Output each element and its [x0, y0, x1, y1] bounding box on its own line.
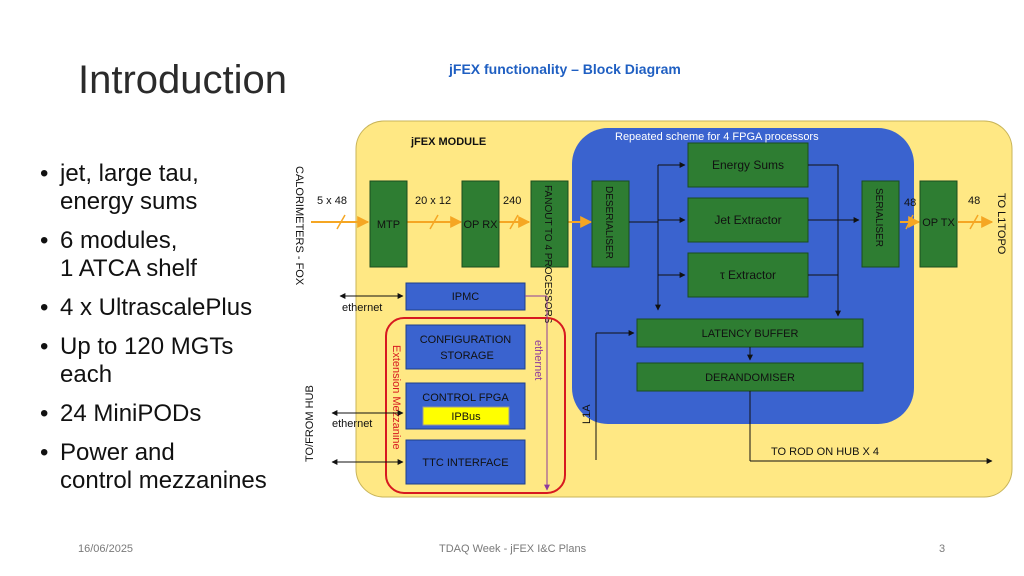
derandomiser-block	[636, 362, 864, 392]
ethernet-label-bottom: ethernet	[332, 418, 372, 430]
extension-mezzanine-outline	[385, 317, 566, 494]
calorimeters-label: CALORIMETERS - FOX	[293, 166, 305, 286]
ttc-interface-label: TTC INTERFACE	[422, 457, 508, 469]
derandomiser-label: DERANDOMISER	[705, 372, 795, 384]
op-rx-label: OP RX	[463, 219, 498, 231]
latency-buffer-block	[636, 318, 864, 348]
slide-title: Introduction	[78, 58, 288, 102]
footer-center: TDAQ Week - jFEX I&C Plans	[439, 543, 587, 555]
module-label: jFEX MODULE	[410, 136, 486, 148]
link-label-48b: 48	[968, 195, 980, 207]
to-l1topo-label: TO L1TOPO	[995, 193, 1007, 255]
serialiser-block	[861, 180, 900, 268]
l1a-label: L1A	[581, 404, 593, 424]
bullet-item: jet, large tau,energy sums	[38, 160, 267, 216]
mtp-label: MTP	[377, 219, 400, 231]
bullet-list: jet, large tau,energy sums 6 modules,1 A…	[38, 160, 267, 506]
energy-sums-block	[687, 142, 809, 188]
link-label-5x48: 5 x 48	[317, 195, 347, 207]
ipmc-block	[405, 282, 526, 311]
configuration-storage-label: CONFIGURATION STORAGE	[420, 334, 515, 362]
extension-mezzanine-label: Extension Mezzanine	[390, 345, 402, 450]
repeated-scheme-label: Repeated scheme for 4 FPGA processors	[615, 131, 819, 143]
ipbus-block	[422, 406, 510, 426]
link-label-20x12: 20 x 12	[415, 195, 451, 207]
fanout-label: FANOUT TO 4 PROCESSORS	[542, 185, 553, 324]
tau-extractor-label: τ Extractor	[720, 268, 776, 282]
op-rx-block	[461, 180, 500, 268]
ethernet-label-top: ethernet	[342, 302, 382, 314]
latency-buffer-label: LATENCY BUFFER	[702, 328, 799, 340]
ethernet-label-vertical: ethernet	[532, 340, 544, 380]
control-fpga-label: CONTROL FPGA	[422, 392, 509, 404]
bullet-item: 4 x UltrascalePlus	[38, 294, 267, 322]
diagram-caption: jFEX functionality – Block Diagram	[449, 61, 681, 77]
jet-extractor-block	[687, 197, 809, 243]
deserialiser-label: DESERIALISER	[603, 186, 614, 259]
serialiser-label: SERIALISER	[873, 188, 884, 247]
jet-extractor-label: Jet Extractor	[714, 213, 781, 227]
fanout-block	[530, 180, 569, 268]
link-label-48a: 48	[904, 197, 916, 209]
footer-page-number: 3	[939, 543, 946, 555]
ipbus-label: IPBus	[451, 411, 481, 423]
energy-sums-label: Energy Sums	[712, 158, 784, 172]
ipmc-label: IPMC	[452, 291, 480, 303]
bullet-item: 6 modules,1 ATCA shelf	[38, 227, 267, 283]
op-tx-label: OP TX	[922, 217, 955, 229]
tau-extractor-block	[687, 252, 809, 298]
to-from-hub-label: TO/FROM HUB	[304, 385, 316, 462]
bullet-item: 24 MiniPODs	[38, 400, 267, 428]
link-label-240: 240	[503, 195, 521, 207]
configuration-storage-block	[405, 324, 526, 370]
op-tx-block	[919, 180, 958, 268]
mtp-block	[369, 180, 408, 268]
ttc-interface-block	[405, 439, 526, 485]
deserialiser-block	[591, 180, 630, 268]
to-rod-label: TO ROD ON HUB X 4	[771, 446, 879, 458]
footer-date: 16/06/2025	[78, 543, 134, 555]
